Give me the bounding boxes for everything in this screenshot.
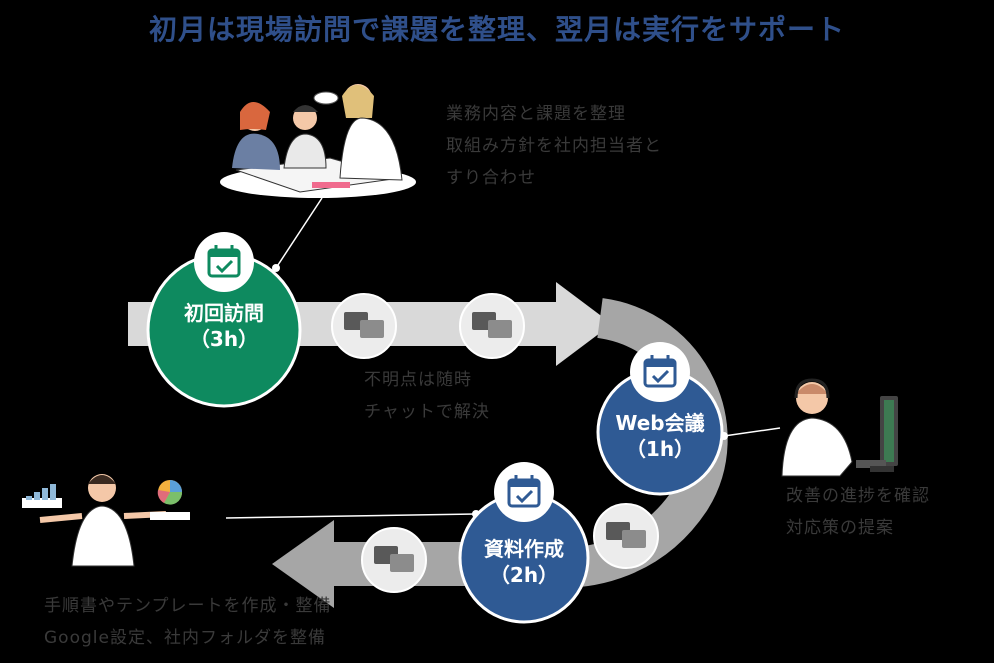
note-web-line: 対応策の提案 xyxy=(786,518,894,538)
chat-bubble-icon xyxy=(593,503,659,569)
chat-bubble-icon xyxy=(361,527,427,593)
chat-bubble-icon xyxy=(331,293,397,359)
step-visit-circle xyxy=(146,232,302,408)
step-docs-name: 資料作成 xyxy=(484,537,564,561)
step-web-label: Web会議 （1h） xyxy=(600,410,720,462)
chat-bubble-icon xyxy=(459,293,525,359)
note-visit-line: 業務内容と課題を整理 xyxy=(446,104,626,124)
note-visit-line: 取組み方針を社内担当者と xyxy=(446,136,662,156)
step-visit-duration: （3h） xyxy=(189,327,259,351)
docs-connector-line xyxy=(225,513,477,519)
step-docs-duration: （2h） xyxy=(489,563,559,587)
note-web: 改善の進捗を確認 対応策の提案 xyxy=(786,480,930,544)
step-docs-label: 資料作成 （2h） xyxy=(464,536,584,588)
step-visit-label: 初回訪問 （3h） xyxy=(164,300,284,352)
presenter-with-charts-illustration xyxy=(22,474,190,567)
note-docs: 手順書やテンプレートを作成・整備 Google設定、社内フォルダを整備 xyxy=(44,590,332,654)
calendar-check-icon xyxy=(494,462,554,522)
calendar-check-icon xyxy=(630,342,690,402)
headset-operator-illustration xyxy=(781,378,898,477)
note-docs-line: Google設定、社内フォルダを整備 xyxy=(44,628,326,648)
step-web-duration: （1h） xyxy=(625,437,695,461)
page-title: 初月は現場訪問で課題を整理、翌月は実行をサポート xyxy=(148,13,845,46)
visit-connector-line xyxy=(275,197,323,269)
step-visit-name: 初回訪問 xyxy=(184,301,264,325)
note-visit-line: すり合わせ xyxy=(446,168,536,188)
note-visit: 業務内容と課題を整理 取組み方針を社内担当者と すり合わせ xyxy=(446,98,662,194)
team-meeting-illustration xyxy=(220,84,416,198)
note-chat-line: 不明点は随時 xyxy=(364,370,472,390)
step-docs-circle xyxy=(458,462,590,624)
step-web-circle xyxy=(596,342,724,496)
step-web-name: Web会議 xyxy=(615,411,705,435)
note-chat-line: チャットで解決 xyxy=(364,402,490,422)
note-web-line: 改善の進捗を確認 xyxy=(786,486,930,506)
web-connector-line xyxy=(723,427,781,437)
calendar-check-icon xyxy=(194,232,254,292)
note-docs-line: 手順書やテンプレートを作成・整備 xyxy=(44,596,332,616)
note-chat: 不明点は随時 チャットで解決 xyxy=(364,364,490,428)
